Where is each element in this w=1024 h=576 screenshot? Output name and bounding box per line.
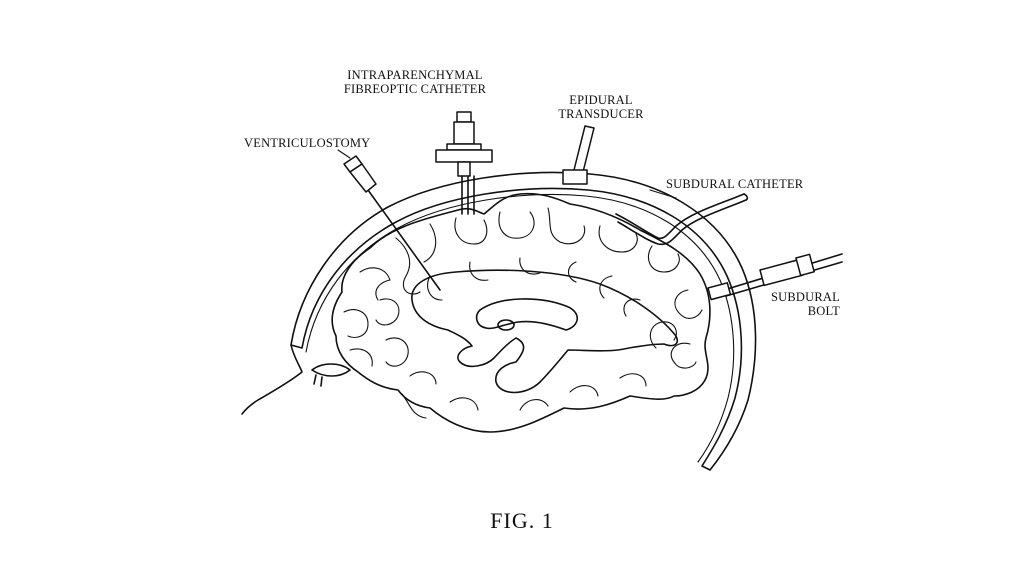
subdural-catheter-device xyxy=(615,193,749,246)
eye xyxy=(311,363,351,387)
face-profile xyxy=(241,344,303,415)
epidural-transducer-device xyxy=(562,125,595,185)
label-epidural-line2: TRANSDUCER xyxy=(558,107,644,121)
label-intraparenchymal-line2: FIBREOPTIC CATHETER xyxy=(344,82,487,96)
ventriculostomy-device xyxy=(343,155,441,291)
brain-outline xyxy=(331,192,711,433)
brain-folds xyxy=(343,207,703,419)
lateral-ventricle xyxy=(411,269,679,394)
label-ventriculostomy: VENTRICULOSTOMY xyxy=(244,136,370,150)
intraparenchymal-catheter-device xyxy=(435,111,493,215)
ventricle-small-cavity xyxy=(497,319,515,331)
label-intraparenchymal-line1: INTRAPARENCHYMAL xyxy=(347,68,482,82)
label-subdural-bolt-line1: SUBDURAL xyxy=(771,290,840,304)
skull-band xyxy=(290,171,757,471)
label-epidural-line1: EPIDURAL xyxy=(569,93,632,107)
figure-caption: FIG. 1 xyxy=(490,508,553,533)
label-subdural-bolt-line2: BOLT xyxy=(808,304,840,318)
subdural-bolt-device xyxy=(707,253,843,301)
ventricle-inner-fold xyxy=(475,298,579,331)
label-subdural-catheter: SUBDURAL CATHETER xyxy=(666,177,804,191)
leader-lines xyxy=(337,149,677,199)
